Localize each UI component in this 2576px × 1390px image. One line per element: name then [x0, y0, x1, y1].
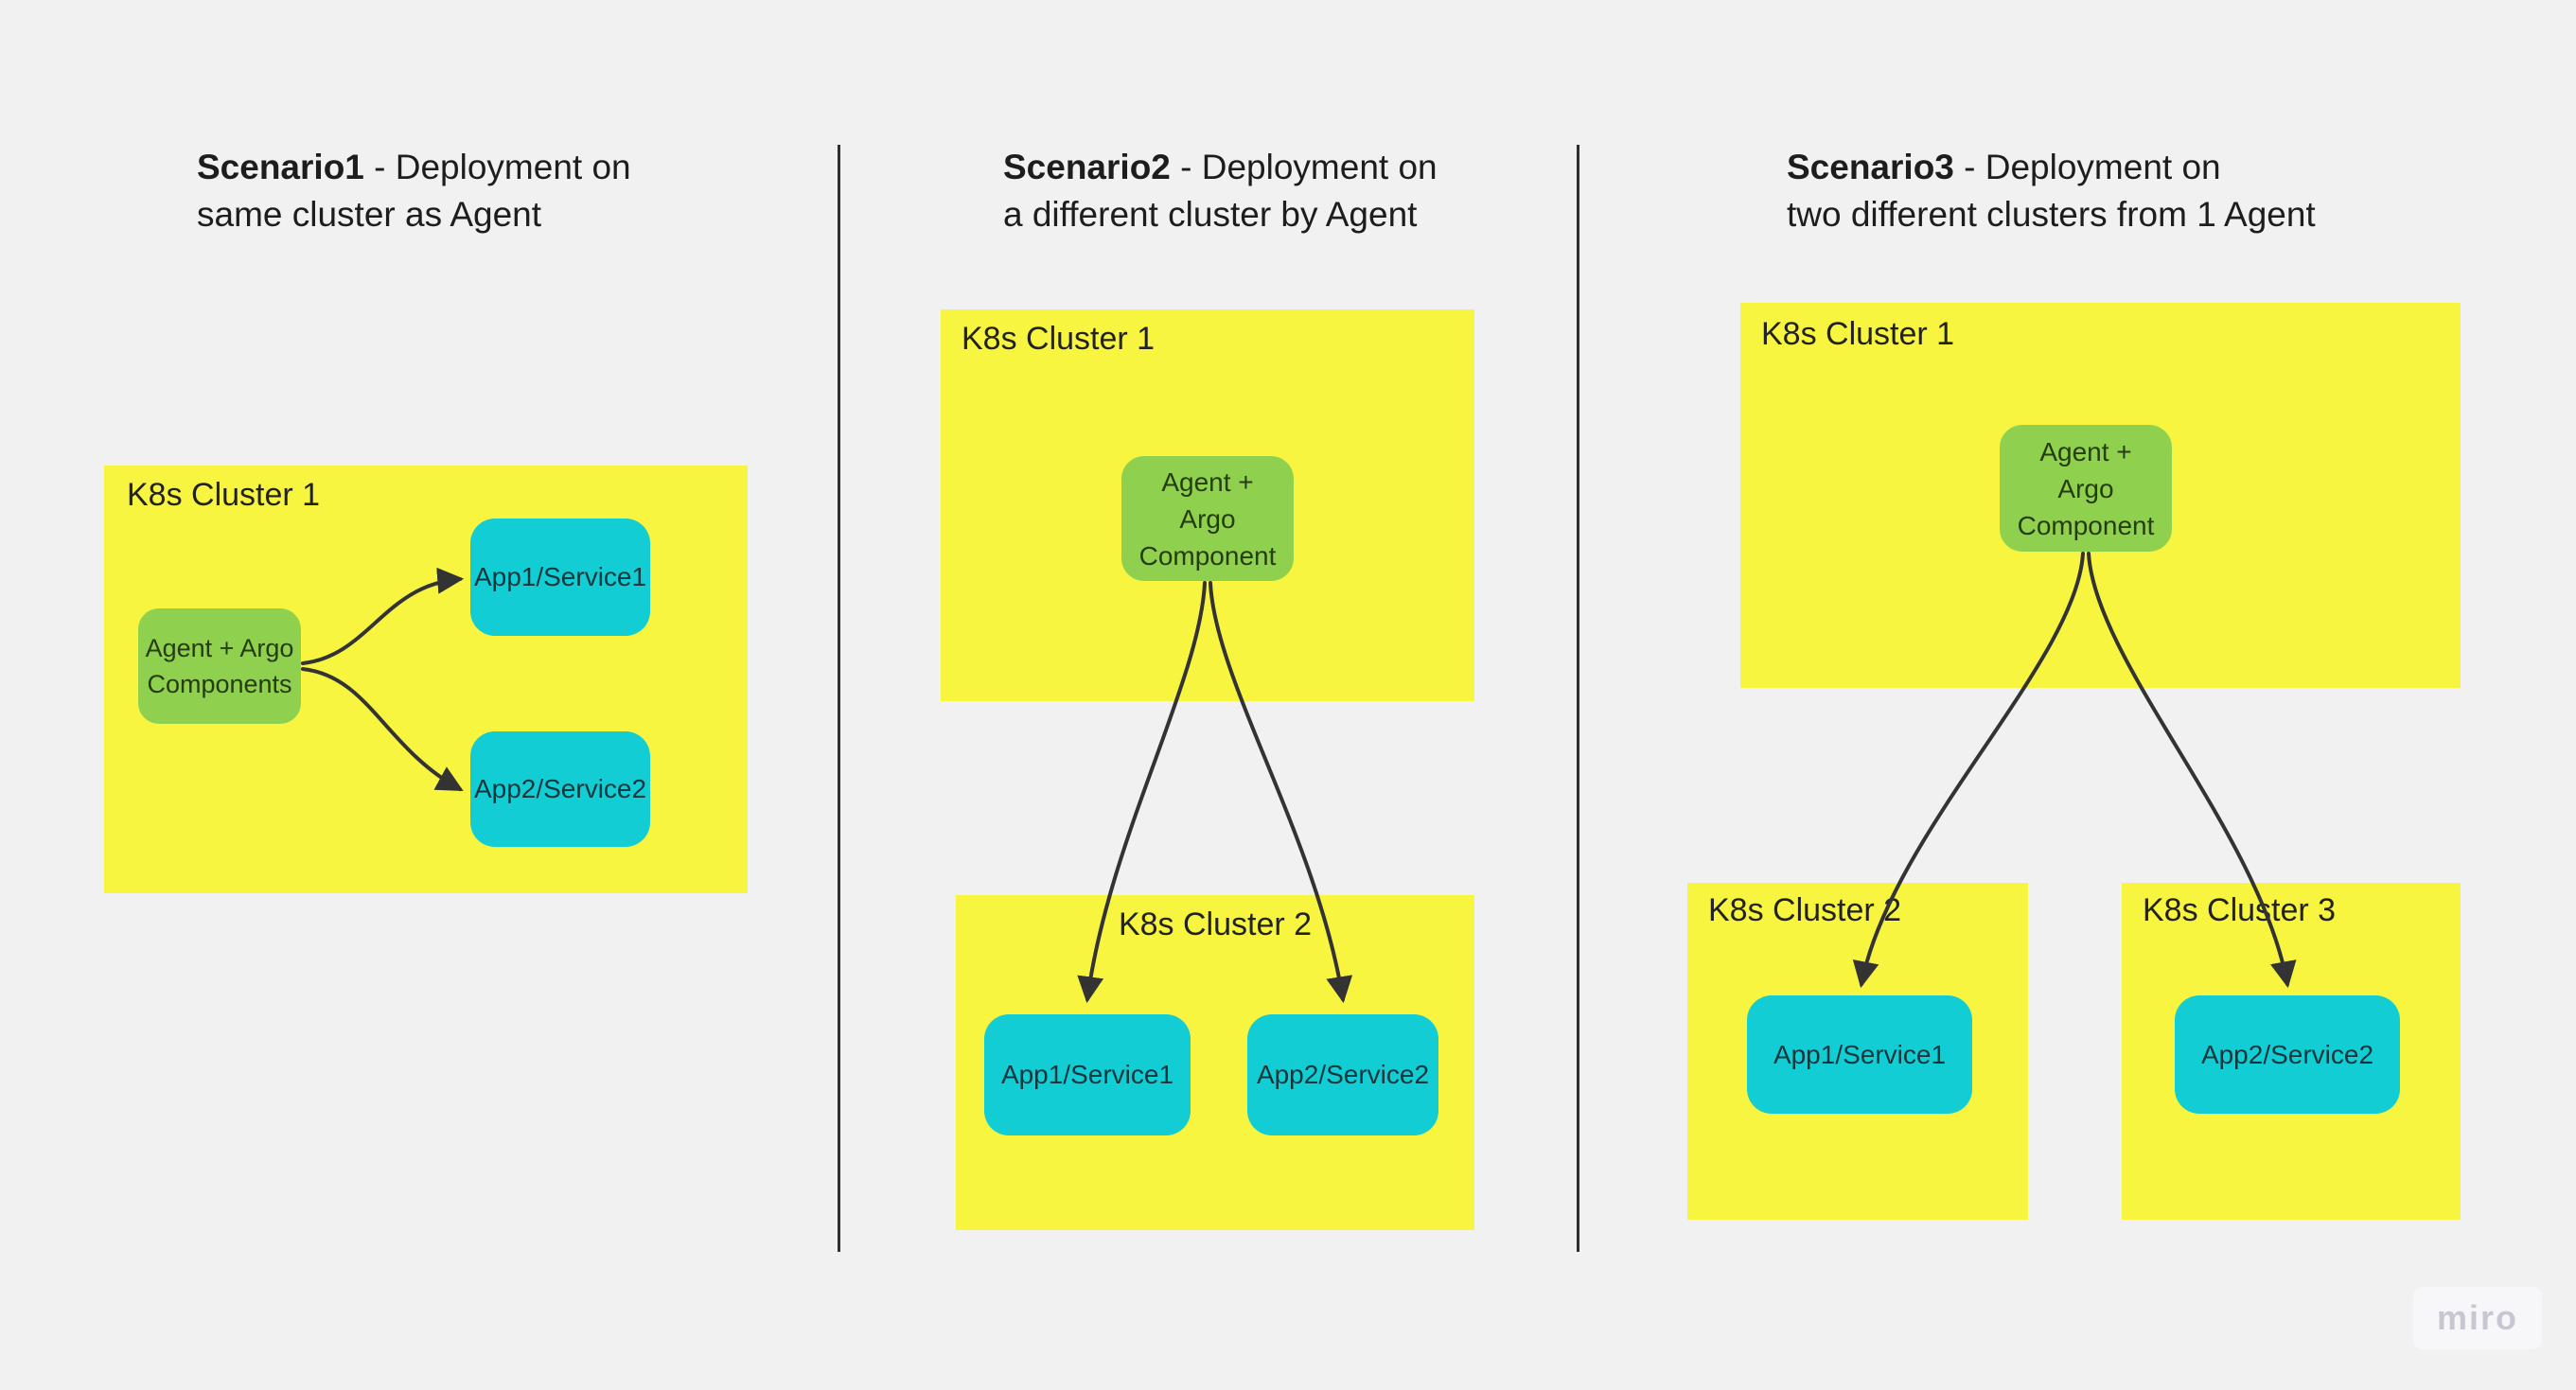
scenario3-agent-line3: Component [2017, 510, 2155, 540]
scenario2-title-bold: Scenario2 [1003, 148, 1171, 186]
scenario3-cluster1-label: K8s Cluster 1 [1761, 316, 1955, 352]
scenario3-title-bold: Scenario3 [1787, 148, 1954, 186]
scenario3-cluster2-label: K8s Cluster 2 [1708, 892, 1902, 928]
scenario3-agent-line1: Agent + [2039, 436, 2132, 466]
miro-watermark: miro [2413, 1287, 2542, 1349]
scenario1-title-line2: same cluster as Agent [197, 195, 542, 234]
scenario2-agent-line1: Agent + [1161, 466, 1254, 497]
scenario2-title: Scenario2 - Deployment on a different cl… [1003, 144, 1438, 238]
scenario1-title-rest: - Deployment on [363, 148, 631, 186]
scenario1-agent-line2: Components [147, 670, 292, 698]
scenario1-agent-node: Agent + Argo Components [138, 608, 301, 724]
scenario2-cluster1-label: K8s Cluster 1 [962, 321, 1156, 357]
scenario1-title: Scenario1 - Deployment on same cluster a… [197, 144, 631, 238]
scenario3-agent-node: Agent + Argo Component [2000, 425, 2172, 552]
scenario3-agent-line2: Argo [2057, 473, 2114, 503]
scenario3-title: Scenario3 - Deployment on two different … [1787, 144, 2316, 238]
scenario2-title-rest: - Deployment on [1170, 148, 1438, 186]
scenario2-app2-node: App2/Service2 [1247, 1014, 1438, 1135]
divider-line-2 [1577, 145, 1579, 1252]
scenario3-title-line2: two different clusters from 1 Agent [1787, 195, 2316, 234]
scenario3-title-line1: Scenario3 - Deployment on [1787, 144, 2316, 191]
scenario3-app2-node: App2/Service2 [2175, 995, 2400, 1114]
scenario1-app1-node: App1/Service1 [470, 519, 650, 636]
scenario2-app1-node: App1/Service1 [984, 1014, 1191, 1135]
scenario1-title-bold: Scenario1 [197, 148, 364, 186]
scenario2-agent-line2: Argo [1179, 503, 1236, 534]
scenario3-title-rest: - Deployment on [1953, 148, 2221, 186]
scenario2-cluster1-box: K8s Cluster 1 [941, 309, 1474, 701]
miro-watermark-label: miro [2436, 1298, 2518, 1337]
divider-line-1 [838, 145, 840, 1252]
scenario1-title-line1: Scenario1 - Deployment on [197, 144, 631, 191]
scenario1-cluster1-label: K8s Cluster 1 [127, 477, 321, 513]
scenario2-title-line1: Scenario2 - Deployment on [1003, 144, 1438, 191]
scenario1-app2-node: App2/Service2 [470, 731, 650, 847]
scenario3-cluster3-label: K8s Cluster 3 [2143, 892, 2337, 928]
scenario2-agent-line3: Component [1138, 540, 1277, 571]
scenario1-agent-line1: Agent + Argo [145, 634, 294, 662]
scenario2-agent-node: Agent + Argo Component [1121, 456, 1294, 581]
scenario2-title-line2: a different cluster by Agent [1003, 195, 1418, 234]
scenario2-cluster2-label: K8s Cluster 2 [1118, 906, 1313, 942]
scenario3-app1-node: App1/Service1 [1747, 995, 1972, 1114]
